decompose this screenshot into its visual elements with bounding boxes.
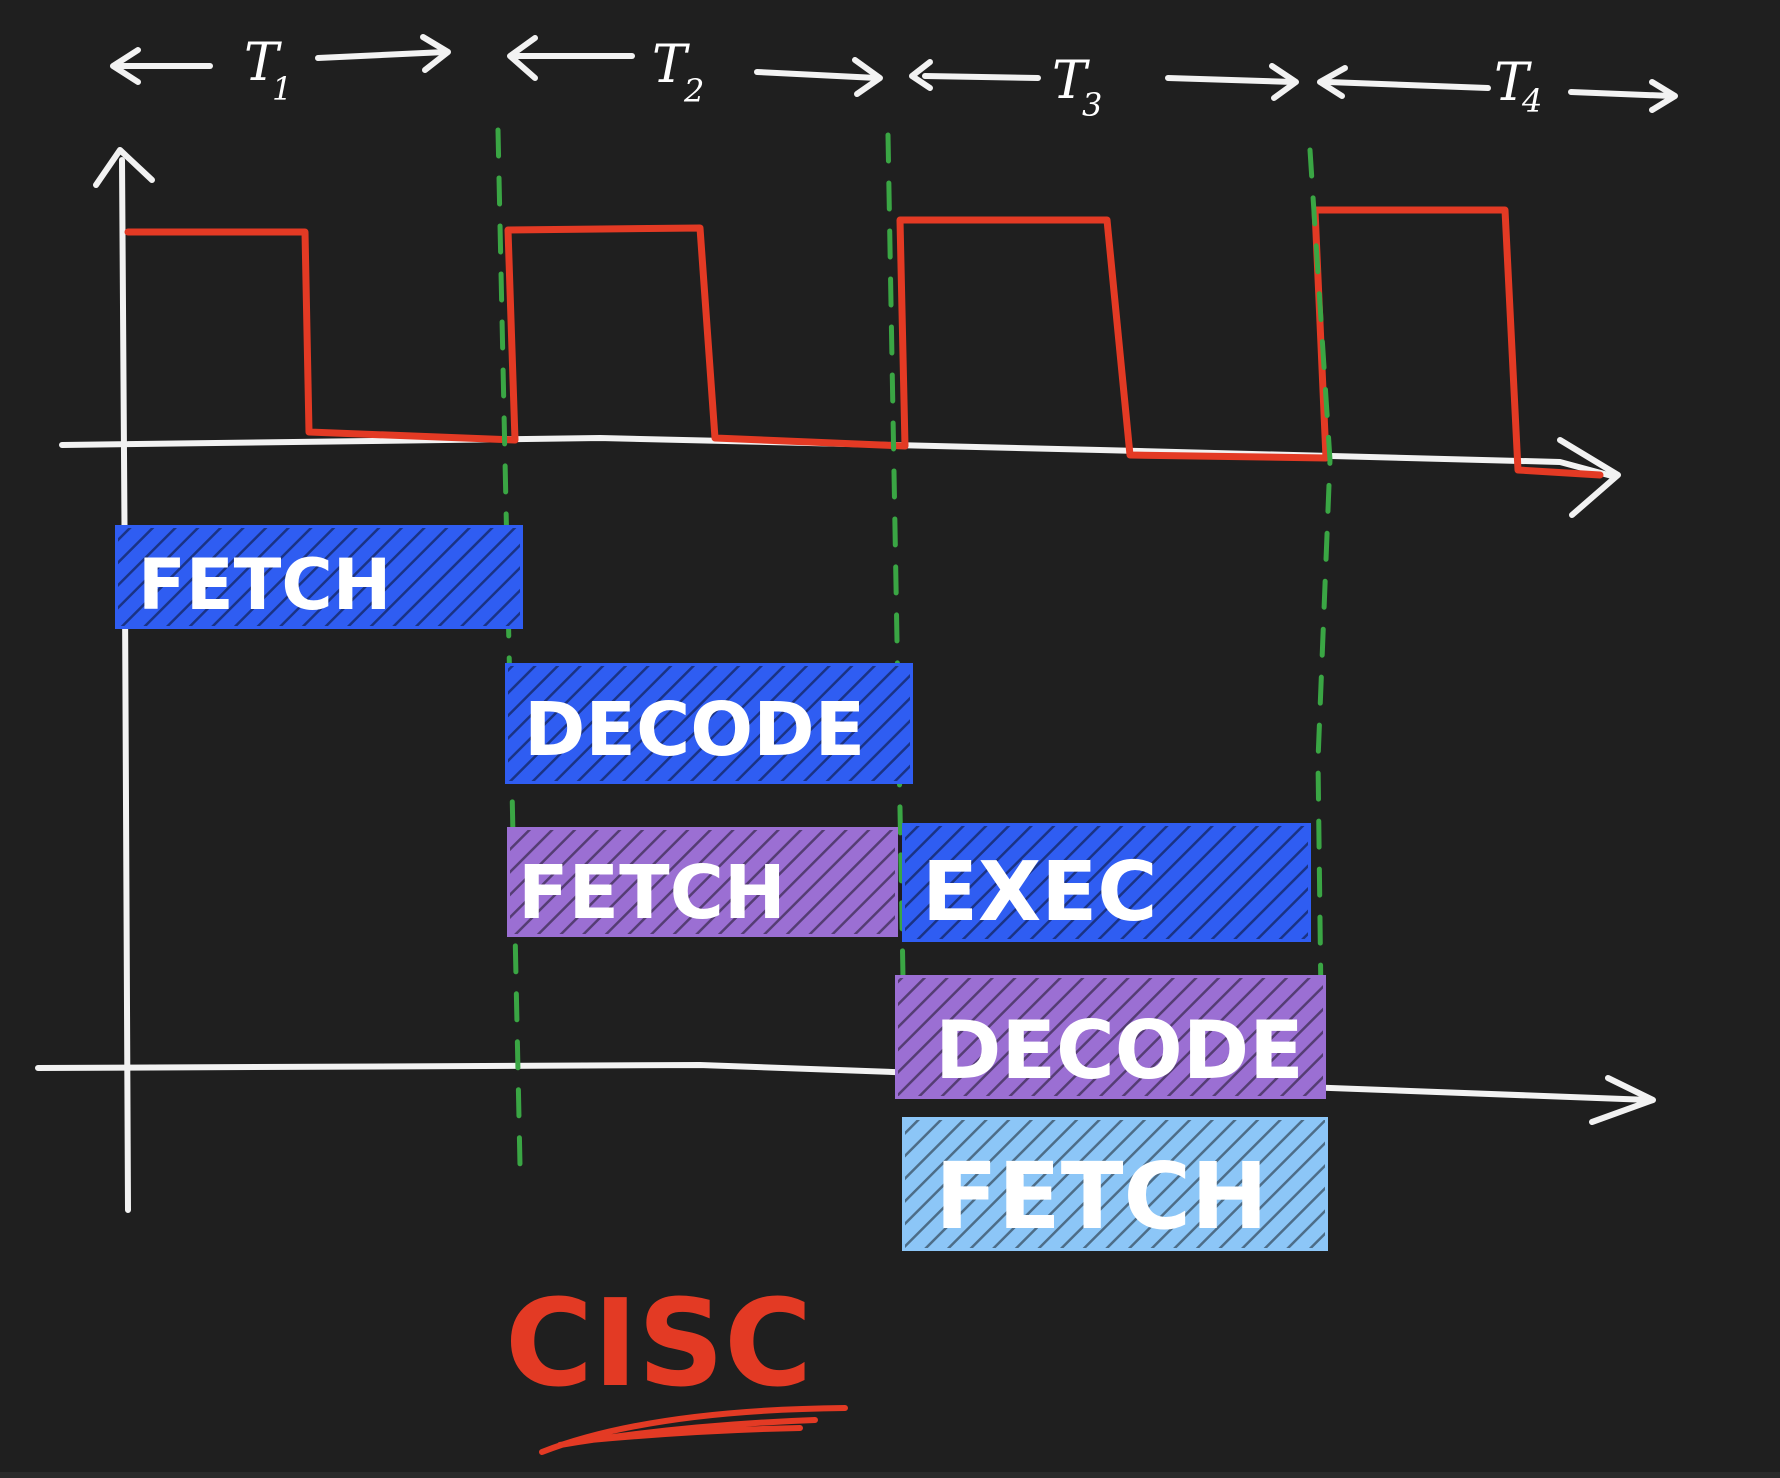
pipeline-baseline [35,1062,1653,1103]
y-axis [119,157,131,1213]
clock-baseline-arrowhead [1557,437,1621,518]
stage-i1-exec-hatch [905,826,1308,939]
stage-blocks: FETCH DECODE FETCH EXEC DECODE [115,525,1328,1251]
stage-i2-fetch-label: FETCH [518,850,786,936]
title-group: CISC [505,1275,848,1455]
stage-i2-fetch-hatch [510,830,895,934]
period-t1-arrow [110,34,451,85]
stage-i2-decode-label: DECODE [935,1004,1304,1097]
stage-i1-decode-label: DECODE [524,687,865,773]
stage-i3-fetch: FETCH [902,1117,1328,1251]
period-t4-arrow [1317,65,1678,113]
stage-i1-decode: DECODE [505,663,913,784]
clock-baseline [59,435,1615,479]
period-t3-label: T [1052,51,1090,111]
stage-i2-decode-hatch [898,978,1323,1096]
stage-i1-exec-label: EXEC [922,845,1157,940]
period-t1-sub: 1 [272,70,292,108]
period-t4-label: T [1494,53,1532,113]
stage-i3-fetch-label: FETCH [935,1143,1268,1250]
clock-signal [124,206,1604,479]
period-t2-label: T [652,35,690,95]
period-t2-arrow [507,35,883,97]
divider-3 [1307,147,1333,1083]
stage-i1-exec: EXEC [902,823,1311,942]
stage-i1-decode-hatch [508,666,910,781]
title-underline [539,1405,848,1455]
pipeline-baseline-arrowhead [1589,1075,1656,1125]
stage-i2-fetch: FETCH [507,827,898,937]
stage-i1-fetch: FETCH [115,525,523,629]
period-t2-sub: 2 [683,72,704,110]
period-t3-sub: 3 [1082,86,1102,124]
y-axis-arrowhead [93,147,155,188]
period-t3-arrow [909,59,1299,101]
stage-i1-fetch-label: FETCH [138,544,391,626]
period-markers: T 1 T 2 T 3 T 4 [110,33,1678,124]
stage-i2-decode: DECODE [895,975,1326,1099]
stage-i1-fetch-hatch [118,528,520,626]
period-t4-sub: 4 [1521,82,1542,120]
diagram-title: CISC [505,1275,812,1414]
period-t1-label: T [244,33,282,93]
divider-1 [495,127,523,1168]
stage-i3-fetch-hatch [905,1120,1325,1248]
bottom-strip [0,1472,1780,1478]
